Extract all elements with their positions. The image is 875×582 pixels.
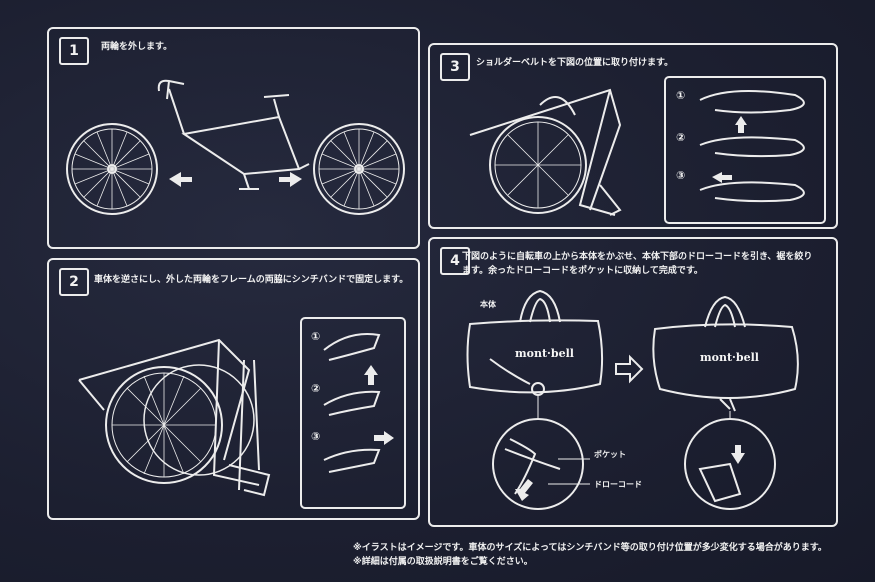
step-1-panel: 1 両輪を外します。 xyxy=(47,27,420,249)
step-2-substep-1: ① xyxy=(311,330,321,343)
drawcord-label: ドローコード xyxy=(594,480,642,489)
footnote-2: ※詳細は付属の取扱説明書をご覧ください。 xyxy=(353,557,533,567)
step-1-instruction: 両輪を外します。 xyxy=(101,42,173,52)
footnote-1: ※イラストはイメージです。車体のサイズによってはシンチバンド等の取り付け位置が多… xyxy=(353,543,827,553)
step-2-substep-3: ③ xyxy=(311,430,321,443)
step-4-number: 4 xyxy=(440,247,470,275)
step-2-substep-2: ② xyxy=(311,382,321,395)
bike-disassembly-illustration xyxy=(49,29,422,251)
step-4-instruction-line-1: 下図のように自転車の上から本体をかぶせ、本体下部のドローコードを引き、裾を絞り xyxy=(462,252,813,262)
step-2-instruction: 車体を逆さにし、外した両輪をフレームの両脇にシンチバンドで固定します。 xyxy=(94,275,409,285)
step-1-number: 1 xyxy=(59,37,89,65)
step-3-substep-1: ① xyxy=(676,89,686,102)
step-3-number: 3 xyxy=(440,53,470,81)
body-label: 本体 xyxy=(480,300,496,309)
step-3-panel: 3 ショルダーベルトを下図の位置に取り付けます。 ① ② ③ xyxy=(428,43,838,229)
brand-logo-right: mont·bell xyxy=(700,351,759,364)
step-2-panel: 2 車体を逆さにし、外した両輪をフレームの両脇にシンチバンドで固定します。 xyxy=(47,258,420,520)
step-4-instruction-line-2: ます。余ったドローコードをポケットに収納して完成です。 xyxy=(462,266,703,276)
step-3-substep-3: ③ xyxy=(676,169,686,182)
shoulder-belt-illustration xyxy=(430,45,840,231)
brand-logo-left: mont·bell xyxy=(515,347,574,360)
bag-cover-illustration xyxy=(430,239,840,529)
step-4-panel: 4 下図のように自転車の上から本体をかぶせ、本体下部のドローコードを引き、裾を絞… xyxy=(428,237,838,527)
step-3-instruction: ショルダーベルトを下図の位置に取り付けます。 xyxy=(476,58,674,68)
step-2-number: 2 xyxy=(59,268,89,296)
pocket-label: ポケット xyxy=(594,450,626,459)
step-3-substep-2: ② xyxy=(676,131,686,144)
inverted-bike-illustration xyxy=(49,260,422,522)
